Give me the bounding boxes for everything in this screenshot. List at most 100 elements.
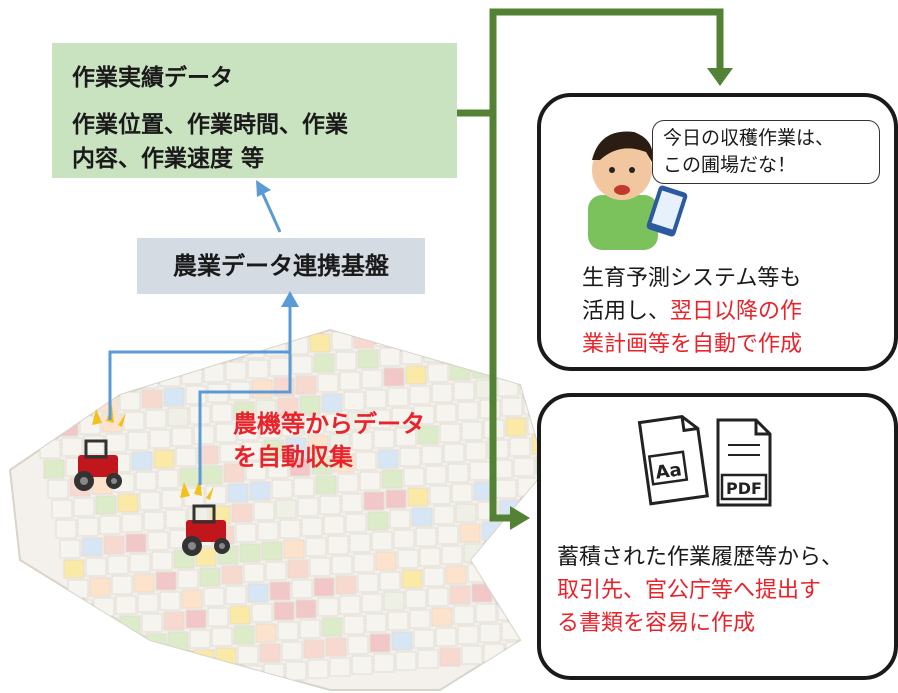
field-plot — [313, 577, 335, 597]
tractor-icon — [74, 439, 122, 491]
field-plot — [165, 509, 187, 529]
field-plot — [457, 401, 479, 421]
field-plot — [161, 489, 183, 509]
field-plot — [357, 349, 379, 369]
field-plot — [43, 459, 65, 479]
field-plot — [435, 627, 457, 647]
field-plot — [349, 533, 371, 553]
field-plot — [365, 389, 387, 409]
field-plot — [395, 651, 417, 671]
field-plot — [171, 427, 193, 447]
field-plot — [335, 351, 357, 371]
highlight-text: る書類を容易に作成 — [557, 611, 756, 636]
field-plot — [373, 653, 395, 673]
farmer-icon — [588, 131, 658, 250]
field-plot — [211, 627, 233, 647]
field-plot — [409, 385, 431, 405]
field-plot — [309, 557, 331, 577]
field-plot — [229, 605, 251, 625]
field-plot — [343, 615, 365, 635]
highlight-text: 翌日以降の作 — [670, 299, 803, 324]
field-plot — [423, 567, 445, 587]
plan-line: 活用し、翌日以降の作 — [582, 299, 803, 324]
field-plot — [277, 621, 299, 641]
field-plot — [73, 497, 95, 517]
field-plot — [429, 485, 451, 505]
field-plot — [339, 371, 361, 391]
field-plot — [425, 465, 447, 485]
field-plot — [225, 585, 247, 605]
field-plot — [131, 451, 153, 471]
field-plot — [251, 603, 273, 623]
speech-bubble: 今日の収穫作業は、 この圃場だな！ — [652, 120, 880, 184]
field-plot — [285, 661, 307, 681]
field-plot — [419, 547, 441, 567]
field-plot — [117, 493, 139, 513]
work-record-line: 作業位置、作業時間、作業 — [72, 112, 348, 138]
field-plot — [303, 639, 325, 659]
field-plot — [361, 593, 383, 613]
field-plot — [299, 619, 321, 639]
field-plot — [115, 595, 137, 615]
field-plot — [413, 629, 435, 649]
work-record-details: 作業位置、作業時間、作業 内容、作業速度 等 — [72, 108, 452, 176]
auto-collect-line: 農機等からデータ — [233, 410, 425, 438]
field-plot — [259, 643, 281, 663]
field-plot — [203, 587, 225, 607]
field-plot — [237, 421, 259, 441]
field-plot — [379, 347, 401, 367]
arrowhead-icon — [707, 68, 733, 86]
field-plot — [351, 655, 373, 675]
field-plot — [273, 601, 295, 621]
field-plot — [207, 607, 229, 627]
field-plot — [111, 575, 133, 595]
field-plot — [407, 487, 429, 507]
field-plot — [47, 479, 69, 499]
field-plot — [325, 413, 347, 433]
field-plot — [149, 429, 171, 449]
field-plot — [77, 517, 99, 537]
field-plot — [361, 369, 383, 389]
field-plot — [167, 407, 189, 427]
field-plot — [141, 389, 163, 409]
field-plot — [283, 539, 305, 559]
field-plot — [431, 607, 453, 627]
highlight-text: 取引先、官公庁等へ提出す — [557, 578, 822, 603]
arrowhead-icon — [281, 291, 299, 307]
field-plot — [341, 493, 363, 513]
field-plot — [133, 573, 155, 593]
field-plot — [237, 645, 259, 665]
field-plot — [255, 623, 277, 643]
field-plot — [347, 635, 369, 655]
work-record-title: 作業実績データ — [72, 65, 233, 91]
tractor-icon — [182, 504, 230, 556]
arrowhead-icon — [510, 506, 530, 530]
field-plot — [157, 469, 179, 489]
field-plot — [123, 411, 145, 431]
field-plot — [461, 421, 483, 441]
field-plot — [247, 359, 269, 379]
field-plot — [319, 495, 341, 515]
field-plot — [323, 515, 345, 535]
field-plot — [465, 441, 487, 461]
field-plot — [291, 355, 313, 375]
plan-line: 生育予測システム等も — [582, 266, 802, 291]
green-connector — [457, 8, 724, 522]
field-plot — [383, 591, 405, 611]
field-plot — [95, 495, 117, 515]
alert-spark-icon — [180, 478, 214, 500]
field-plot — [257, 521, 279, 541]
field-plot — [291, 579, 313, 599]
field-plot — [321, 393, 343, 413]
field-plot — [151, 551, 173, 571]
field-plot — [297, 497, 319, 517]
field-plot — [379, 571, 401, 591]
field-plot — [501, 397, 523, 417]
field-plot — [145, 409, 167, 429]
auto-collect-line: を自動収集 — [233, 443, 353, 471]
field-plot — [267, 459, 289, 479]
auto-collect-label: 農機等からデータ を自動収集 — [233, 408, 425, 474]
bubble-line: この圃場だな！ — [663, 154, 797, 176]
field-plot — [417, 649, 439, 669]
